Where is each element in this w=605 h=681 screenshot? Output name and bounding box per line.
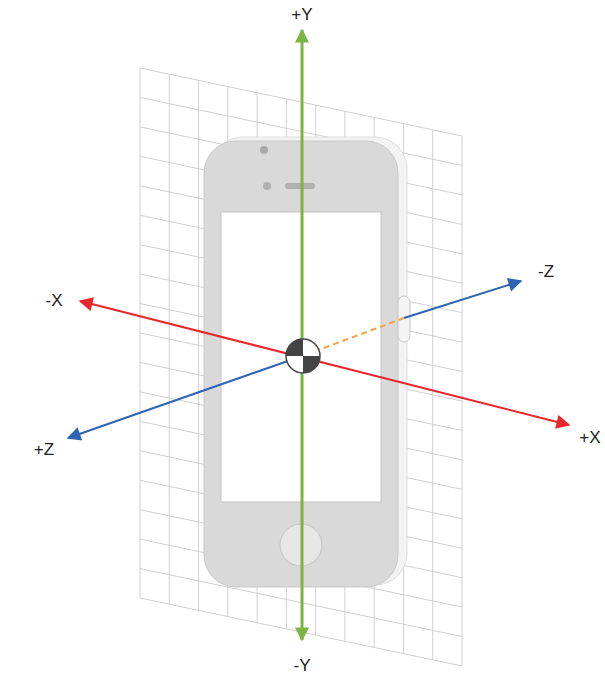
y-axis xyxy=(301,30,304,640)
axis-label: +Y xyxy=(291,6,312,23)
x-axis xyxy=(80,301,569,425)
axis-label: -X xyxy=(46,292,63,309)
axis-label: -Y xyxy=(294,657,311,674)
axis-label: -Z xyxy=(538,263,554,280)
axis-label: +Z xyxy=(34,441,54,458)
phone xyxy=(204,137,410,587)
z-axis-back xyxy=(404,281,521,318)
z-axis-front xyxy=(68,355,305,438)
origin-marker xyxy=(286,339,320,373)
axis-label: +X xyxy=(579,429,600,446)
